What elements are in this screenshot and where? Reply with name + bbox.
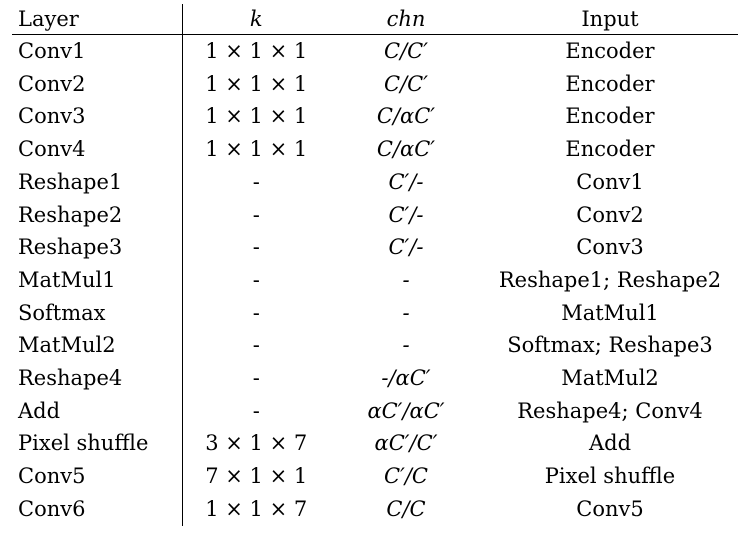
table-row: Reshape2 - C′/- Conv2 — [12, 198, 738, 232]
cell-chn: C′/- — [388, 169, 424, 194]
cell-input: Conv1 — [576, 169, 644, 194]
header-k: k — [249, 7, 263, 31]
table-row: Add - αC′/αC′ Reshape4; Conv4 — [12, 394, 738, 428]
cell-layer: Reshape2 — [12, 198, 183, 232]
table-row: Conv6 1 × 1 × 7 C/C Conv5 — [12, 492, 738, 526]
cell-chn: C/C′ — [384, 39, 428, 63]
cell-layer: Add — [12, 394, 183, 428]
cell-k: 3 × 1 × 7 — [205, 431, 308, 456]
cell-input: Reshape4; Conv4 — [517, 398, 703, 423]
cell-input: Softmax; Reshape3 — [507, 333, 713, 358]
cell-layer: Reshape1 — [12, 165, 183, 199]
cell-k: - — [252, 300, 260, 325]
cell-k: - — [252, 267, 260, 292]
cell-input: Reshape1; Reshape2 — [498, 267, 722, 292]
cell-input: Conv3 — [576, 235, 644, 260]
cell-k: 1 × 1 × 1 — [205, 71, 308, 96]
cell-k: - — [252, 398, 260, 423]
cell-chn: - — [402, 267, 410, 292]
cell-chn: C′/- — [388, 202, 424, 227]
cell-k: 1 × 1 × 1 — [205, 39, 308, 63]
cell-chn: αC′/αC′ — [367, 398, 445, 423]
table-row: Conv4 1 × 1 × 1 C/αC′ Encoder — [12, 133, 738, 166]
cell-layer: Reshape3 — [12, 231, 183, 264]
table-row: MatMul2 - - Softmax; Reshape3 — [12, 329, 738, 363]
cell-input: MatMul1 — [561, 300, 659, 325]
cell-k: 1 × 1 × 1 — [205, 104, 308, 129]
cell-k: - — [252, 202, 260, 227]
cell-layer: Softmax — [12, 296, 183, 330]
cell-layer: Conv5 — [12, 460, 183, 493]
cell-chn: -/αC′ — [381, 366, 431, 391]
cell-chn: αC′/C′ — [374, 431, 438, 456]
cell-input: Conv2 — [576, 202, 644, 227]
cell-chn: C/αC′ — [376, 104, 436, 129]
cell-input: Conv5 — [576, 496, 644, 521]
header-layer: Layer — [12, 4, 183, 35]
table-row: Conv5 7 × 1 × 1 C′/C Pixel shuffle — [12, 460, 738, 493]
layer-table-container: Layer k chn Input Conv1 1 × 1 × 1 C/C′ Enco… — [12, 4, 738, 526]
cell-chn: C/C — [386, 496, 426, 521]
table-row: Conv2 1 × 1 × 1 C/C′ Encoder — [12, 67, 738, 101]
cell-chn: C′/- — [388, 235, 424, 260]
cell-layer: Reshape4 — [12, 362, 183, 395]
table-row: MatMul1 - - Reshape1; Reshape2 — [12, 263, 738, 297]
cell-chn: C′/C — [384, 464, 428, 489]
cell-k: 1 × 1 × 7 — [205, 496, 308, 521]
cell-layer: Conv1 — [12, 34, 183, 68]
cell-input: Encoder — [565, 104, 655, 129]
cell-input: Encoder — [565, 137, 655, 162]
cell-chn: - — [402, 300, 410, 325]
cell-input: Encoder — [565, 39, 655, 63]
cell-k: 1 × 1 × 1 — [205, 137, 308, 162]
cell-k: - — [252, 169, 260, 194]
cell-layer: MatMul1 — [12, 263, 183, 297]
cell-input: Encoder — [565, 71, 655, 96]
cell-layer: Conv3 — [12, 100, 183, 134]
cell-input: MatMul2 — [561, 366, 659, 391]
table-header-row: Layer k chn Input — [12, 4, 738, 35]
cell-layer: Pixel shuffle — [12, 427, 183, 461]
cell-chn: C/αC′ — [376, 137, 436, 162]
table-row: Softmax - - MatMul1 — [12, 296, 738, 330]
cell-k: - — [252, 333, 260, 358]
cell-layer: Conv2 — [12, 67, 183, 101]
cell-layer: Conv6 — [12, 492, 183, 526]
layer-table: Layer k chn Input Conv1 1 × 1 × 1 C/C′ Enco… — [12, 4, 738, 526]
cell-input: Pixel shuffle — [544, 464, 676, 489]
cell-k: - — [252, 366, 260, 391]
cell-k: 7 × 1 × 1 — [205, 464, 308, 489]
cell-input: Add — [588, 431, 632, 456]
cell-k: - — [252, 235, 260, 260]
table-row: Reshape4 - -/αC′ MatMul2 — [12, 362, 738, 395]
table-row: Conv3 1 × 1 × 1 C/αC′ Encoder — [12, 100, 738, 134]
cell-layer: MatMul2 — [12, 329, 183, 363]
header-chn: chn — [386, 7, 426, 31]
table-row: Reshape1 - C′/- Conv1 — [12, 165, 738, 199]
header-input: Input — [581, 7, 639, 31]
table-row: Conv1 1 × 1 × 1 C/C′ Encoder — [12, 34, 738, 68]
table-row: Pixel shuffle 3 × 1 × 7 αC′/C′ Add — [12, 427, 738, 461]
cell-chn: - — [402, 333, 410, 358]
cell-chn: C/C′ — [384, 71, 428, 96]
table-row: Reshape3 - C′/- Conv3 — [12, 231, 738, 264]
cell-layer: Conv4 — [12, 133, 183, 166]
